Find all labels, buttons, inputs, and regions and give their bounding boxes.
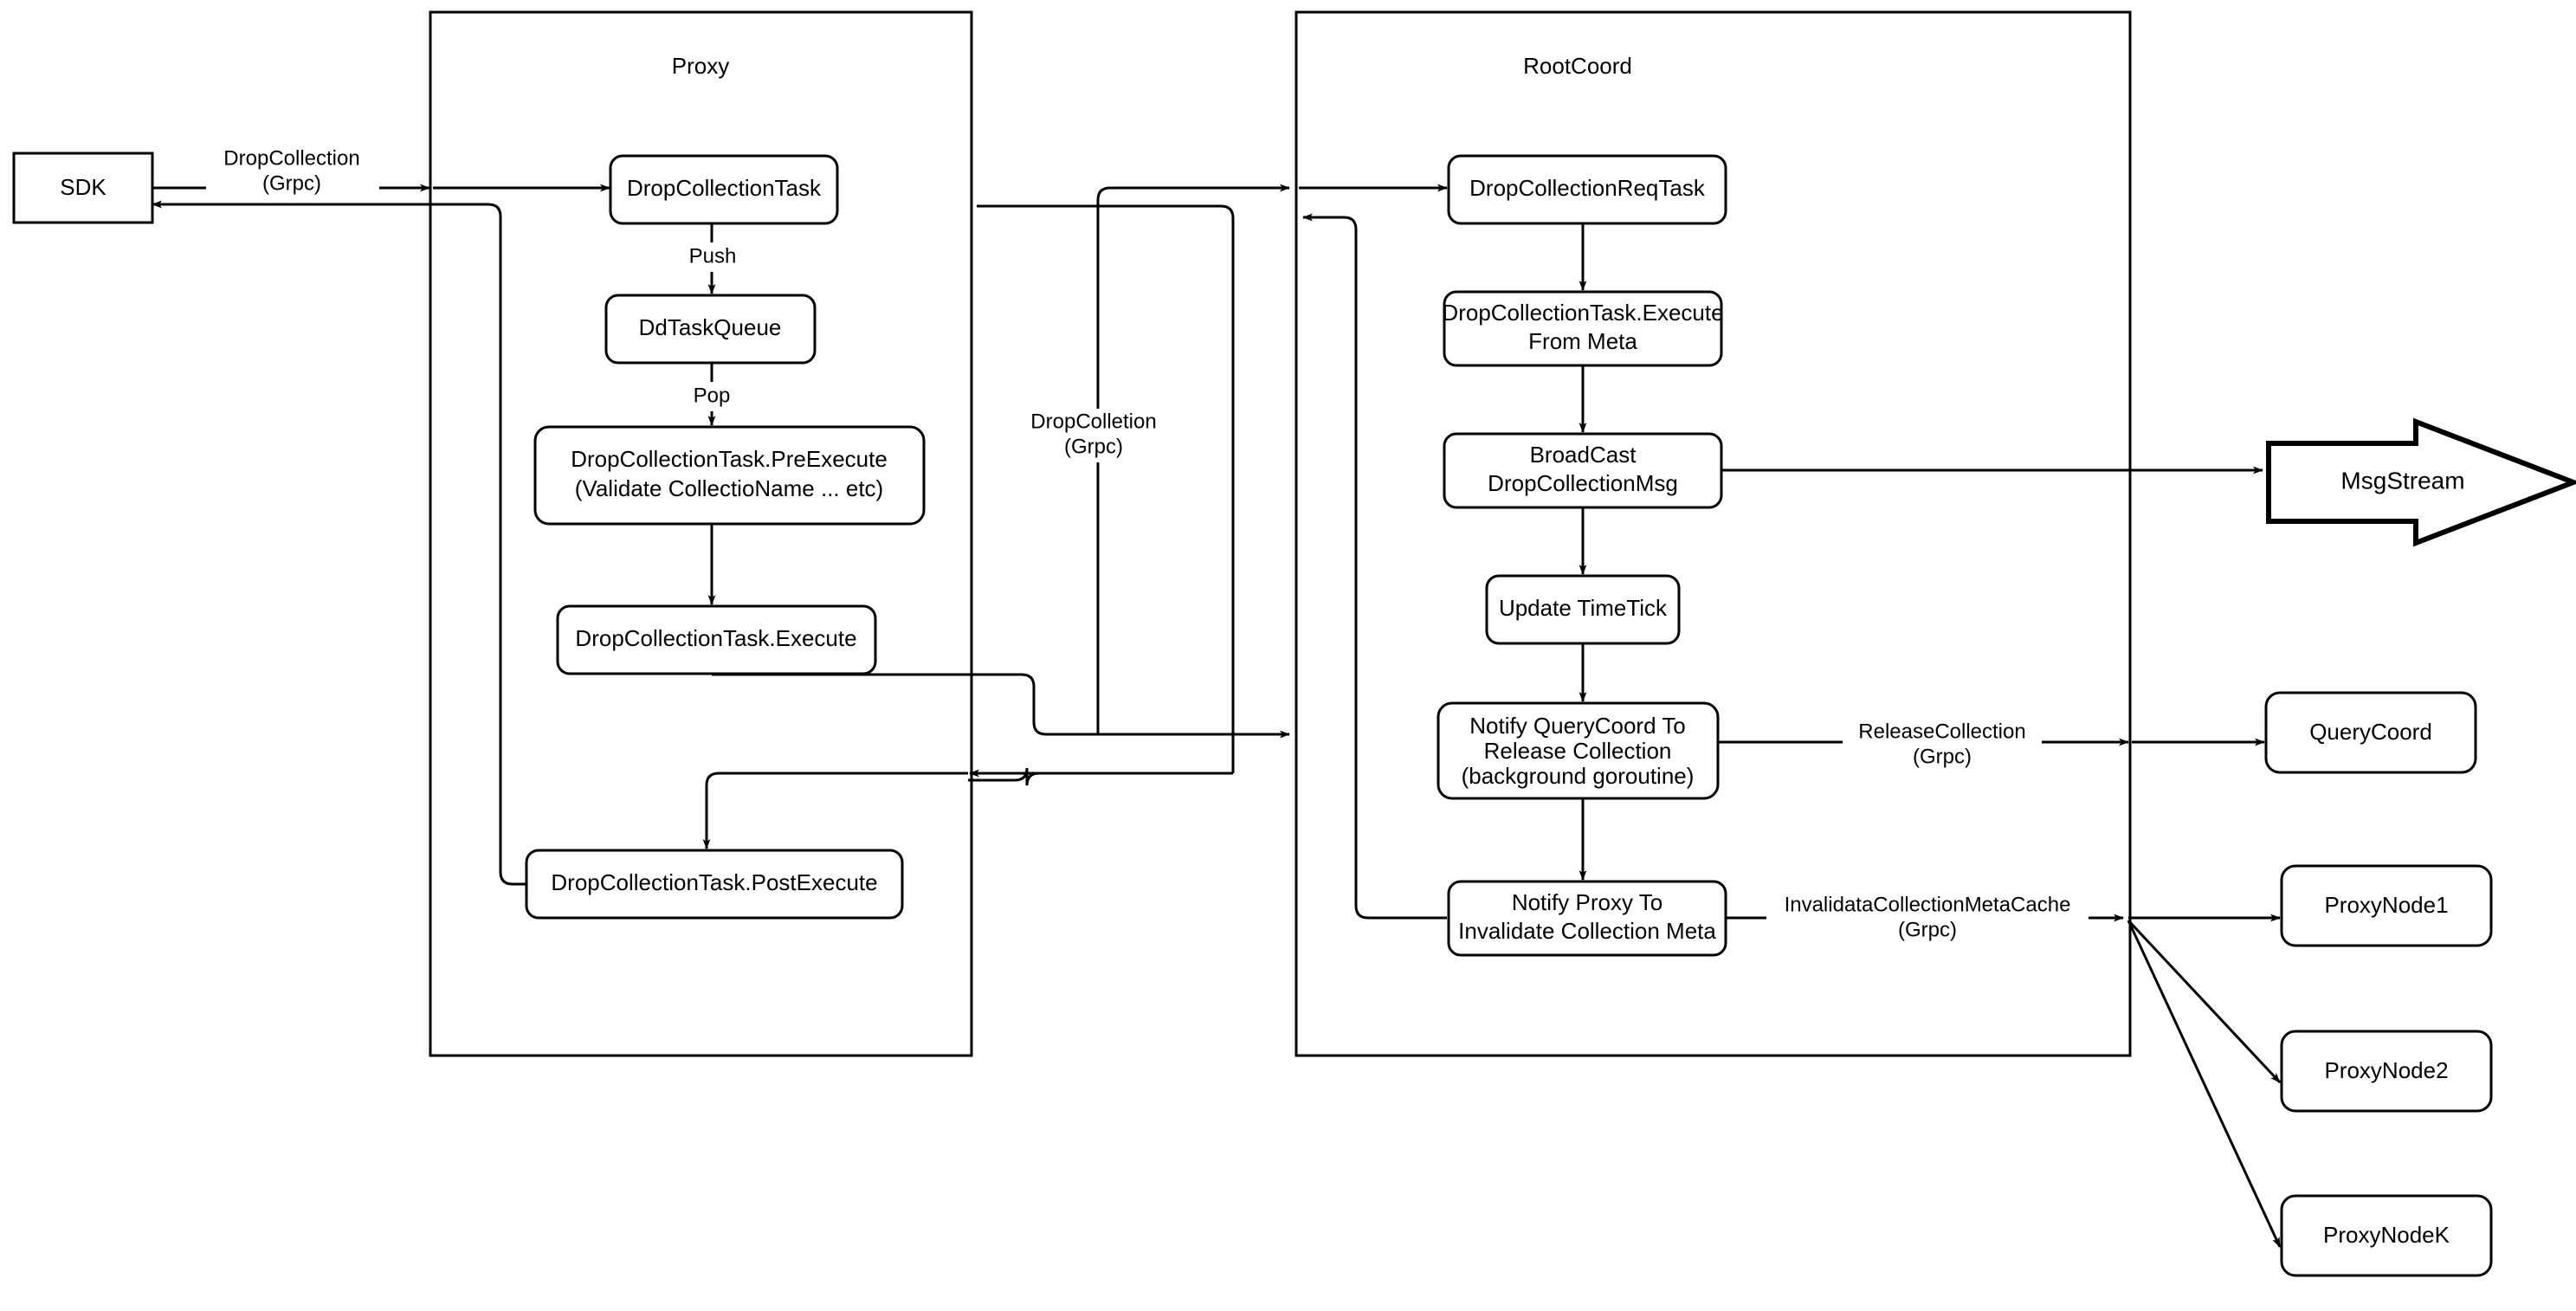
edge-label-bg-1 [206,145,379,199]
notify-querycoord-label-line3: (background goroutine) [1462,763,1695,789]
pop-label: Pop [694,384,731,407]
post-execute-label: DropCollectionTask.PostExecute [551,869,877,895]
proxy-container-border [429,10,973,1057]
pre-execute-label-line1: DropCollectionTask.PreExecute [571,446,888,472]
broadcast-drop-collection-msg-box[interactable] [1443,432,1723,509]
node-broadcast-drop-collection-msg[interactable]: BroadCast DropCollectionMsg [1443,432,1723,509]
node-post-execute[interactable]: DropCollectionTask.PostExecute [525,849,904,920]
dropcolletion-label-line2: (Grpc) [1064,435,1123,458]
edge-response-up-rail [977,204,1235,773]
notify-proxy-box[interactable] [1447,880,1727,957]
invalidata-label-line2: (Grpc) [1898,918,1957,941]
edge-rootcoord-response-rail [968,767,1233,786]
dd-task-queue-label: DdTaskQueue [639,314,782,340]
edge-label-sdk-to-proxy: DropCollection (Grpc) [206,145,379,199]
releasecollection-label-line2: (Grpc) [1913,745,1972,768]
node-notify-querycoord[interactable]: Notify QueryCoord To Release Collection … [1436,701,1720,800]
drop-collection-req-task-label: DropCollectionReqTask [1469,175,1706,201]
proxynodek-label: ProxyNodeK [2323,1222,2450,1248]
remove-collection-from-meta-box[interactable] [1443,290,1723,367]
update-timetick-label: Update TimeTick [1499,595,1668,621]
edge-execute-to-rootcoord [712,673,1290,739]
container-rootcoord: RootCoord [1294,10,2132,1057]
node-proxynode2[interactable]: ProxyNode2 [2280,1030,2493,1113]
node-querycoord[interactable]: QueryCoord [2264,691,2477,774]
edge-label-pop: Pop [683,382,740,411]
edge-rail-to-reqtask-border [1096,184,1290,734]
edge-proxy-to-postexecute [702,772,968,849]
proxynode1-box[interactable] [2280,864,2493,947]
notify-querycoord-label-line2: Release Collection [1484,738,1672,764]
node-sdk[interactable]: SDK [12,152,154,224]
node-proxynode1[interactable]: ProxyNode1 [2280,864,2493,947]
notify-querycoord-label-line1: Notify QueryCoord To [1469,713,1686,739]
push-label: Push [689,244,737,268]
container-proxy: Proxy [429,10,973,1057]
node-dd-task-queue[interactable]: DdTaskQueue [604,294,817,365]
sdk-box[interactable] [12,152,154,224]
edge-label-push: Push [679,242,746,272]
remove-meta-label-line1: DropCollectionTask.Execute [1442,300,1723,326]
edge-label-invalidata-meta-cache: InvalidataCollectionMetaCache (Grpc) [1766,892,2089,946]
edge-notifyproxy-to-proxy-rail [1302,213,1447,920]
sdk-edge-label-line2: (Grpc) [262,171,321,195]
edge-postexecute-to-sdk [152,200,526,886]
proxynode1-label: ProxyNode1 [2324,892,2448,918]
rootcoord-container-border [1294,10,2132,1057]
invalidata-label-line1: InvalidataCollectionMetaCache [1785,893,2071,916]
node-execute[interactable]: DropCollectionTask.Execute [556,604,877,675]
notify-querycoord-box[interactable] [1436,701,1720,800]
execute-box[interactable] [556,604,877,675]
releasecollection-label-line1: ReleaseCollection [1858,720,2025,743]
dd-task-queue-box[interactable] [604,294,817,365]
pre-execute-box[interactable] [533,425,926,526]
edge-to-proxynode2 [2127,919,2282,1084]
edge-label-bg-6 [1766,892,2089,946]
edge-label-proxy-to-rootcoord: DropColletion (Grpc) [1015,409,1172,462]
drop-collection-task-label: DropCollectionTask [627,175,822,201]
notify-proxy-label-line2: Invalidate Collection Meta [1458,918,1716,944]
node-notify-proxy[interactable]: Notify Proxy To Invalidate Collection Me… [1447,880,1727,957]
broadcast-label-line2: DropCollectionMsg [1488,470,1678,496]
sdk-edge-label-line1: DropCollection [223,146,359,170]
querycoord-label: QueryCoord [2309,719,2432,745]
node-remove-collection-from-meta[interactable]: DropCollectionTask.Execute From Meta [1442,290,1724,367]
update-timetick-box[interactable] [1485,574,1681,645]
execute-label: DropCollectionTask.Execute [575,625,856,651]
querycoord-box[interactable] [2264,691,2477,774]
post-execute-box[interactable] [525,849,904,920]
node-drop-collection-task[interactable]: DropCollectionTask [609,154,839,225]
node-update-timetick[interactable]: Update TimeTick [1485,574,1681,645]
msgstream-arrow-shape[interactable] [2266,417,2576,547]
remove-meta-label-line2: From Meta [1528,328,1637,354]
edge-label-bg-5 [1843,719,2042,772]
sdk-label: SDK [60,174,107,200]
proxynode2-box[interactable] [2280,1030,2493,1113]
drop-collection-req-task-box[interactable] [1447,154,1727,225]
notify-proxy-label-line1: Notify Proxy To [1512,889,1662,915]
edge-to-proxynodek [2127,920,2282,1248]
msgstream-label: MsgStream [2340,467,2464,494]
edge-label-bg-4 [1015,409,1172,462]
node-msgstream[interactable]: MsgStream [2266,417,2576,547]
drop-collection-task-box[interactable] [609,154,839,225]
edge-label-release-collection: ReleaseCollection (Grpc) [1843,719,2042,772]
node-pre-execute[interactable]: DropCollectionTask.PreExecute (Validate … [533,425,926,526]
node-proxynodek[interactable]: ProxyNodeK [2280,1194,2493,1277]
rootcoord-container-title: RootCoord [1523,53,1632,79]
broadcast-label-line1: BroadCast [1530,442,1637,468]
proxynodek-box[interactable] [2280,1194,2493,1277]
edge-label-bg-3 [683,382,740,411]
proxynode2-label: ProxyNode2 [2324,1057,2448,1083]
proxy-container-title: Proxy [672,53,729,79]
node-drop-collection-req-task[interactable]: DropCollectionReqTask [1447,154,1727,225]
dropcolletion-label-line1: DropColletion [1030,410,1156,433]
edge-label-bg-2 [679,242,746,272]
pre-execute-label-line2: (Validate CollectioName ... etc) [575,475,883,501]
